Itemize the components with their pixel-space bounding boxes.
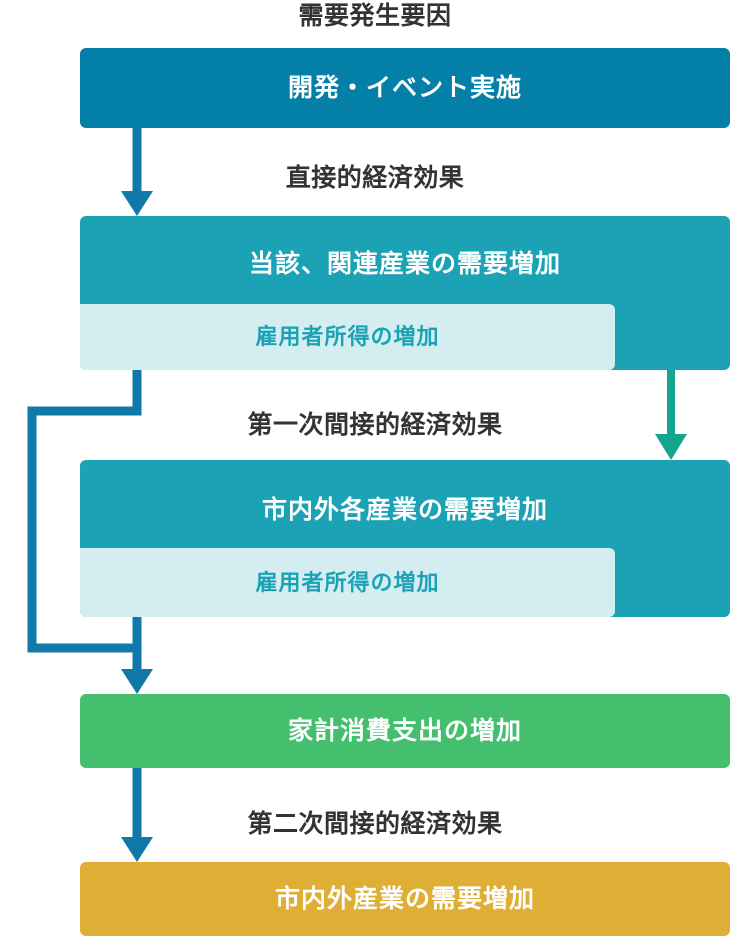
label-second-indirect-effect: 第二次間接的経済効果 [247,810,503,838]
page-title: 需要発生要因 [298,2,452,30]
node-related-industry-demand-title: 当該、関連産業の需要増加 [248,250,561,278]
node-city-industries-demand-subband-text: 雇用者所得の増加 [255,570,440,595]
label-direct-effect: 直接的経済効果 [285,164,465,192]
node-city-industry-demand-final[interactable]: 市内外産業の需要増加 [80,862,730,936]
node-city-industries-demand-title: 市内外各産業の需要増加 [261,496,548,524]
node-related-industry-demand[interactable]: 当該、関連産業の需要増加 雇用者所得の増加 [80,216,730,370]
node-city-industries-demand[interactable]: 市内外各産業の需要増加 雇用者所得の増加 [80,460,730,617]
node-development-event[interactable]: 開発・イベント実施 [80,48,730,128]
node-related-industry-demand-subband: 雇用者所得の増加 [80,304,615,370]
node-city-industry-demand-final-title: 市内外産業の需要増加 [274,885,535,913]
node-household-consumption-title: 家計消費支出の増加 [287,717,522,745]
node-city-industries-demand-subband: 雇用者所得の増加 [80,548,615,617]
node-related-industry-demand-subband-text: 雇用者所得の増加 [255,324,440,349]
node-development-event-title: 開発・イベント実施 [287,74,522,102]
label-first-indirect-effect: 第一次間接的経済効果 [247,411,503,439]
node-household-consumption[interactable]: 家計消費支出の増加 [80,694,730,768]
connector-arrow-2 [121,617,153,694]
